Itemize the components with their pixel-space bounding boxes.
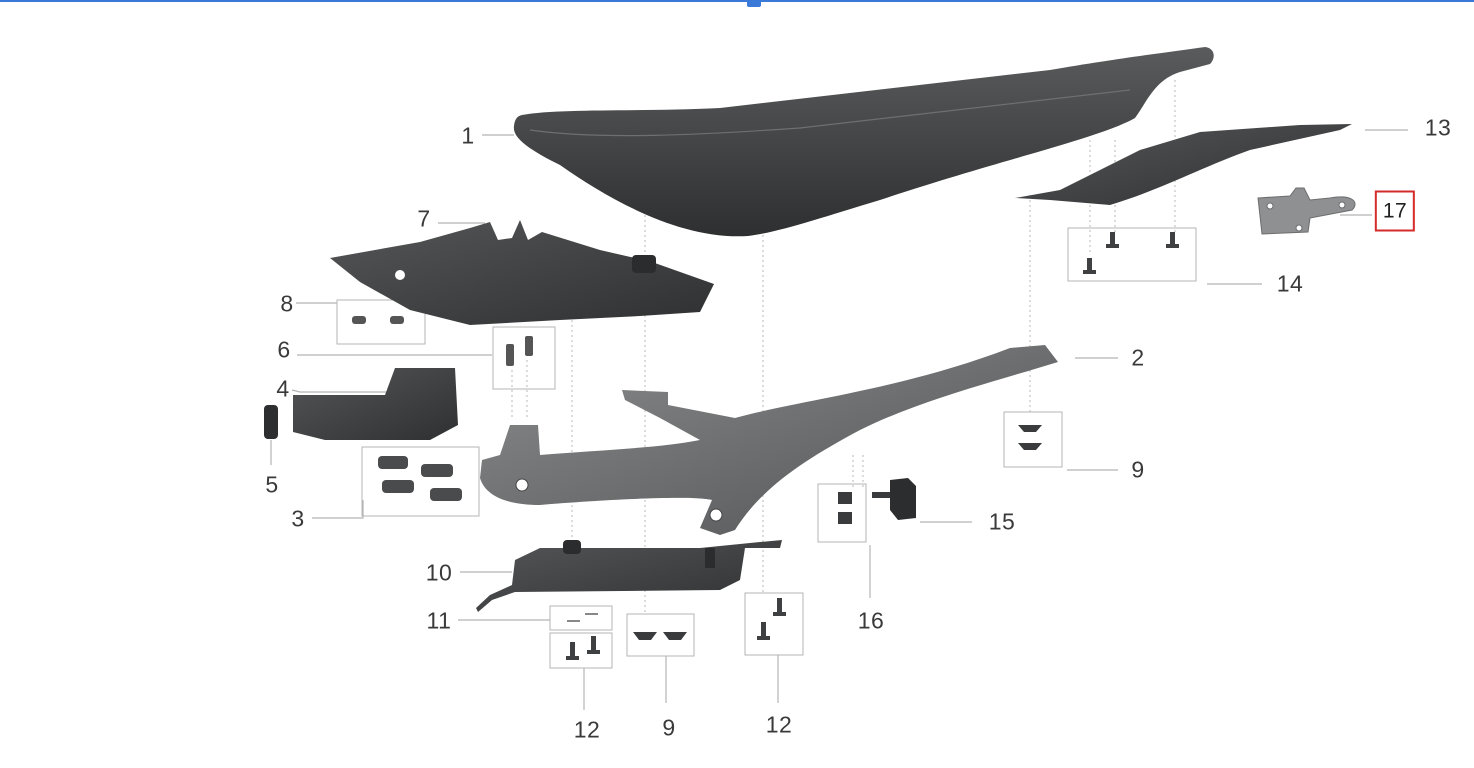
part-3-bolts: [378, 456, 462, 501]
part-17-bracket: [1257, 187, 1356, 235]
callout-4[interactable]: 4: [276, 375, 290, 402]
callout-5[interactable]: 5: [265, 471, 279, 498]
part-11-clips: [567, 613, 598, 622]
callout-3[interactable]: 3: [291, 505, 305, 532]
callout-12-left[interactable]: 12: [573, 716, 601, 743]
callout-17-selected[interactable]: 17: [1374, 190, 1416, 232]
part-12-screws-right: [757, 598, 786, 640]
part-15-knob: [872, 478, 916, 520]
callout-12-right[interactable]: 12: [765, 711, 793, 738]
part-8-screws: [352, 316, 404, 324]
part-7-side-panel: [330, 220, 714, 325]
hardware-boxes: [336, 227, 1197, 669]
part-13-panel: [1015, 124, 1352, 205]
part-16-bushings: [838, 492, 852, 524]
callout-1[interactable]: 1: [461, 122, 475, 149]
leader-lines: [270, 129, 1408, 710]
callout-11[interactable]: 11: [426, 607, 452, 634]
part-10-tray: [476, 540, 782, 612]
part-seat: [513, 47, 1214, 237]
callout-9-right[interactable]: 9: [1131, 456, 1145, 483]
callout-16[interactable]: 16: [857, 607, 885, 634]
part-2-frame: [480, 345, 1058, 535]
part-6-pins: [506, 336, 533, 366]
part-9-grommets-right: [1018, 425, 1042, 450]
top-accent-bar: [0, 0, 1474, 2]
part-12-screws-left: [566, 636, 600, 660]
callout-9-bottom[interactable]: 9: [662, 714, 676, 741]
callout-13[interactable]: 13: [1424, 114, 1452, 141]
callout-7[interactable]: 7: [417, 205, 431, 232]
callout-2[interactable]: 2: [1131, 344, 1145, 371]
callout-8[interactable]: 8: [280, 290, 294, 317]
callout-15[interactable]: 15: [988, 508, 1016, 535]
part-4-block: [293, 368, 458, 440]
top-scroll-marker[interactable]: [747, 0, 761, 7]
callout-6[interactable]: 6: [277, 336, 291, 363]
part-14-screws: [1083, 232, 1179, 274]
part-9-grommets-bottom: [633, 632, 687, 640]
callout-10[interactable]: 10: [425, 559, 453, 586]
part-5-ring: [264, 405, 278, 439]
callout-14[interactable]: 14: [1276, 270, 1304, 297]
